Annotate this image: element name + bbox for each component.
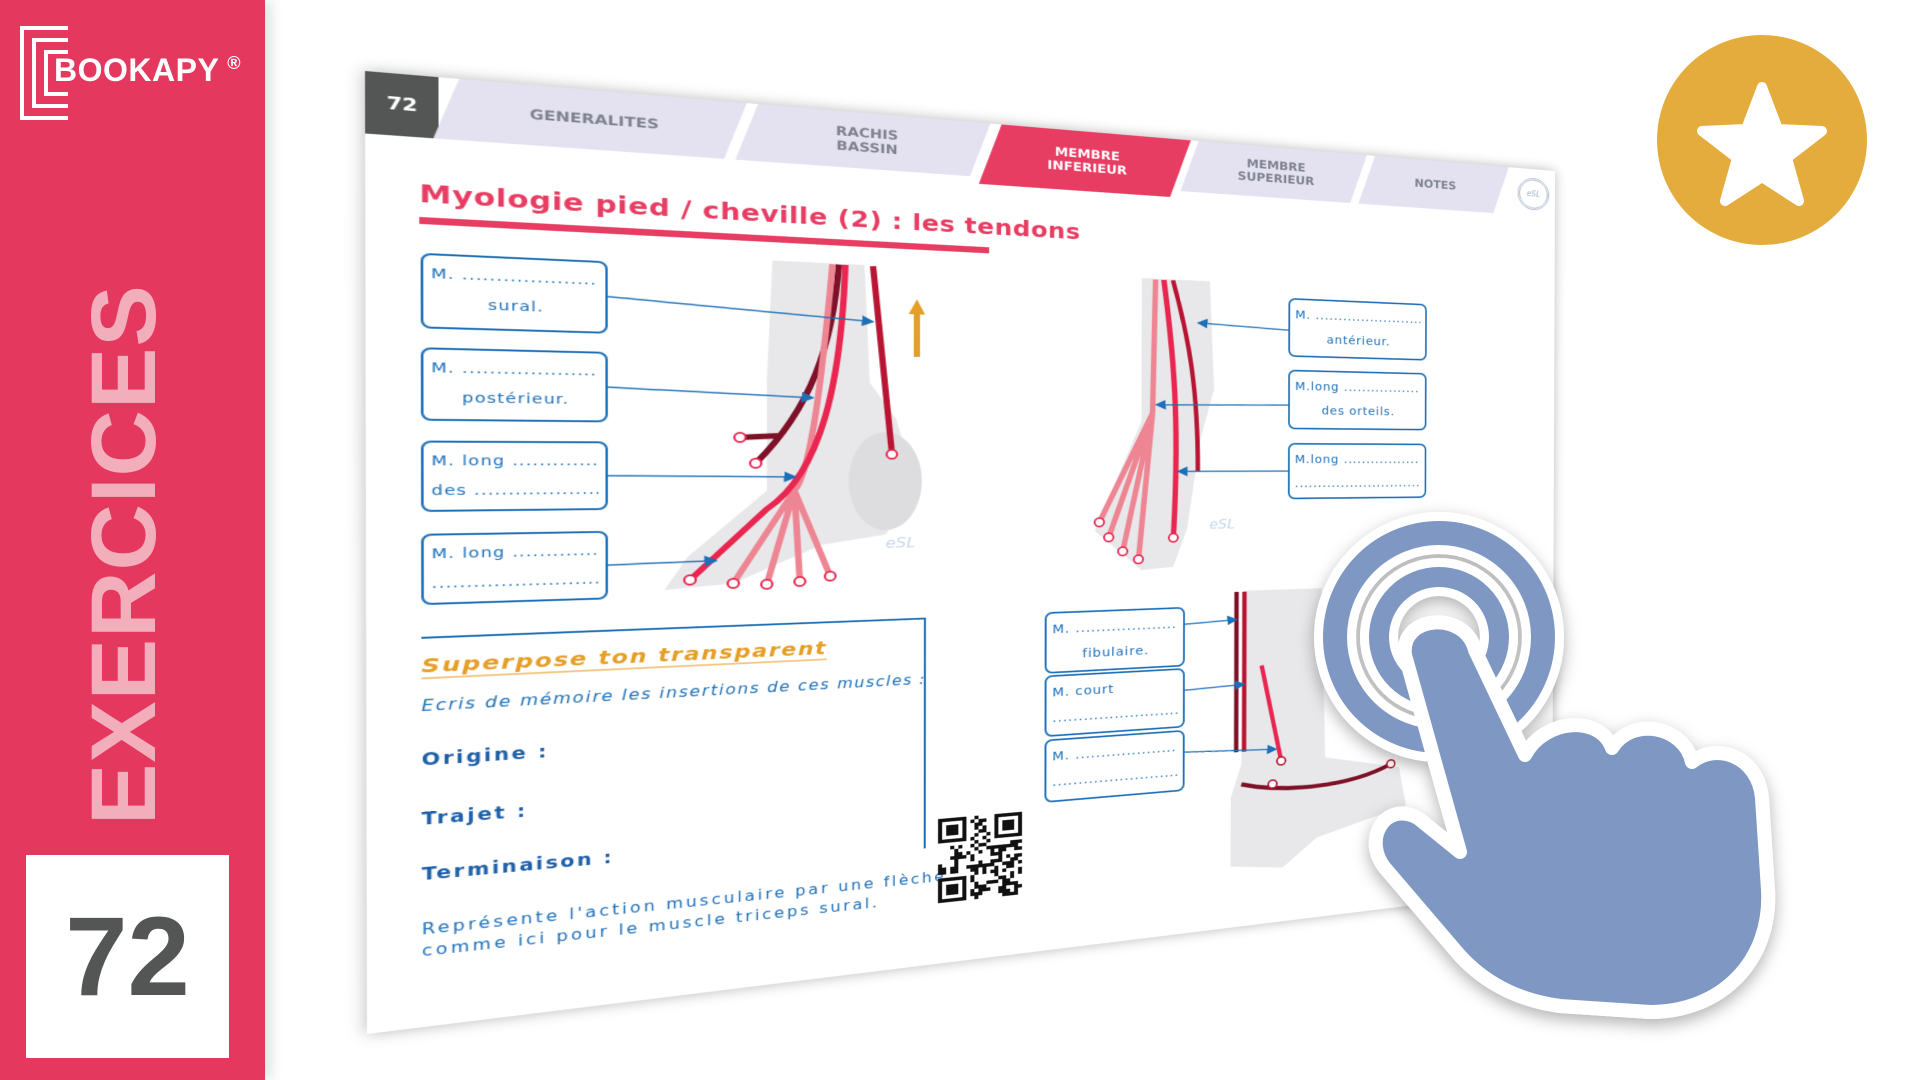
tap-gesture-icon [0, 0, 1920, 1080]
